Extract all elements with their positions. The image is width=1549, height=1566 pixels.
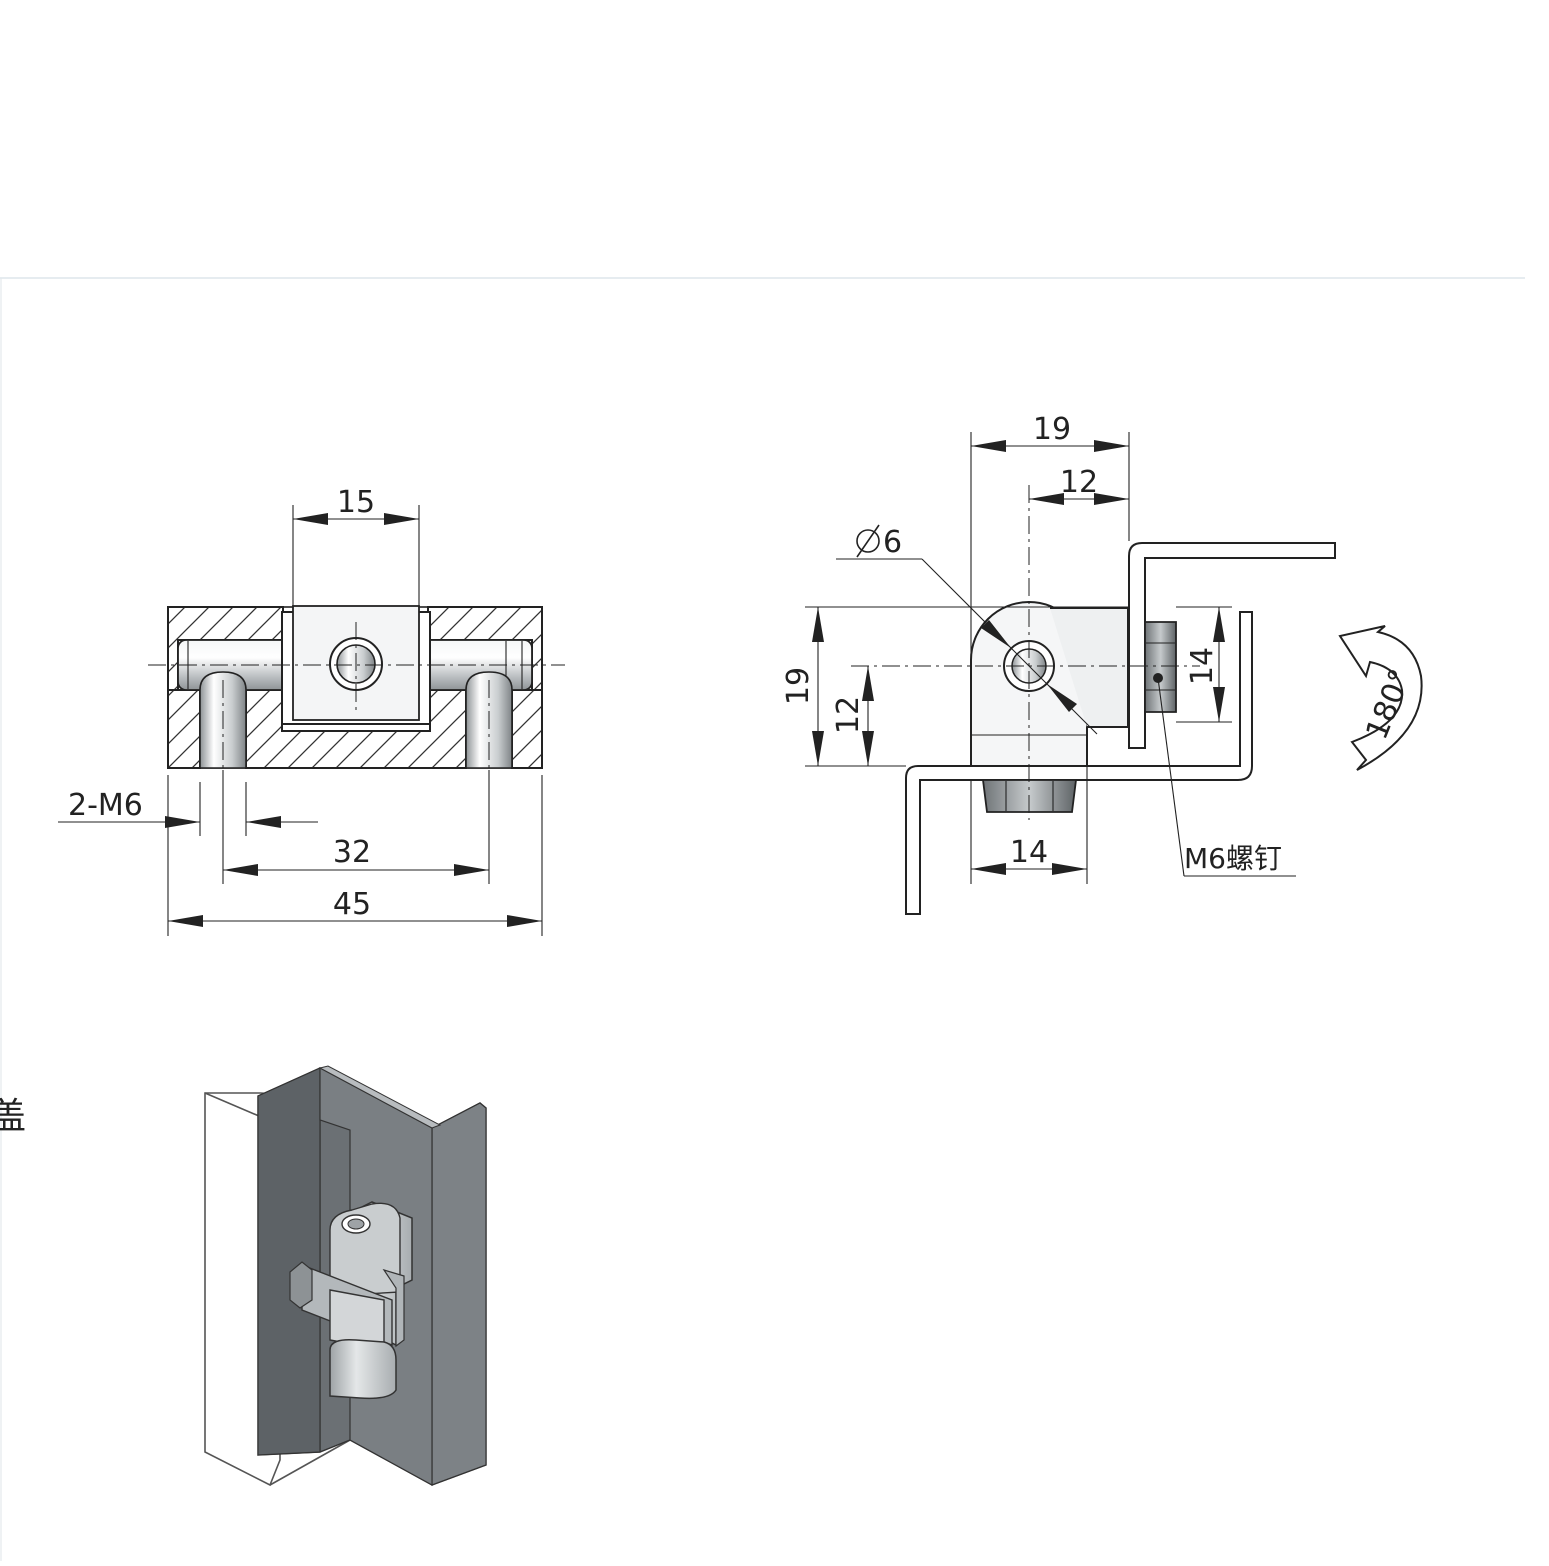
- frame-panel: [905, 611, 1253, 915]
- dim-19-left-label: 19: [781, 667, 816, 705]
- hinge-nut-iso: [289, 1261, 313, 1309]
- hinge-leaf-side: [1050, 607, 1129, 728]
- dim-14-right-label: 14: [1185, 647, 1220, 685]
- phi-icon: [856, 524, 880, 558]
- front-section-view: 15 2-M6 32 45: [58, 485, 565, 936]
- dim-phi-6-label: 6: [883, 525, 902, 560]
- dim-19-top-label: 19: [1033, 412, 1071, 447]
- body-section-bottom-left: [167, 689, 201, 769]
- door-panel: [1128, 542, 1336, 749]
- isometric-view: [204, 1065, 487, 1487]
- hinge-lower-knuckle-iso: [329, 1338, 397, 1400]
- rotation-arrow-icon: [1338, 625, 1423, 771]
- dim-45-label: 45: [333, 887, 371, 922]
- edge-glyph: 盖: [0, 1096, 26, 1137]
- side-view: 19 12 6 19 12 14: [781, 412, 1423, 915]
- dim-15-label: 15: [337, 485, 375, 520]
- screw-label: M6螺钉: [1184, 842, 1282, 875]
- body-section-bottom-right: [511, 689, 543, 769]
- dim-12-top-label: 12: [1060, 465, 1098, 500]
- dim-14-bottom-label: 14: [1010, 835, 1048, 870]
- thread-label: 2-M6: [68, 788, 143, 823]
- dim-12-left-label: 12: [831, 696, 866, 734]
- dim-32-label: 32: [333, 835, 371, 870]
